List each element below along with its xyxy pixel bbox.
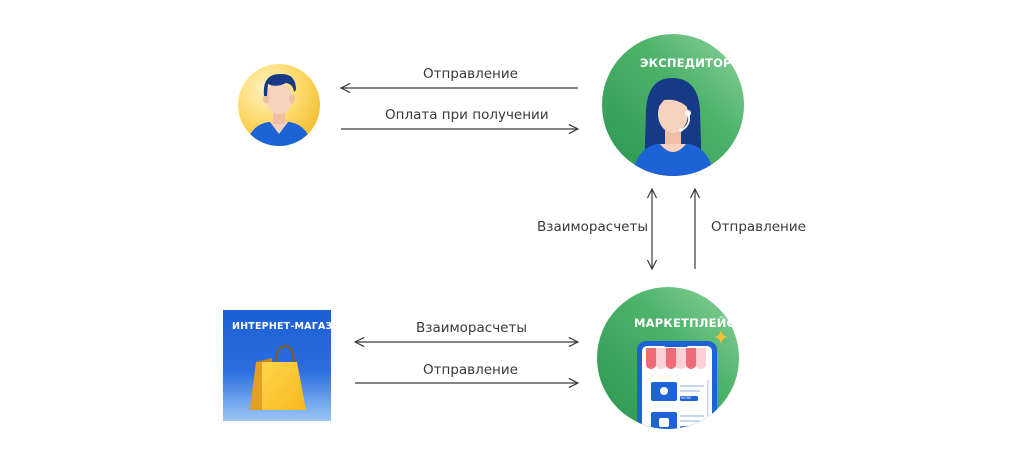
- marketplace-avatar: [597, 287, 739, 429]
- shopping-bag-icon: [250, 344, 306, 410]
- phone-button-label-1: MORE: [681, 396, 692, 400]
- marketplace-title: МАРКЕТПЛЕЙС: [634, 316, 736, 330]
- forwarder-avatar: [602, 34, 744, 176]
- phone-button-label-2: MORE: [681, 426, 692, 430]
- shop-title: ИНТЕРНЕТ-МАГАЗИН: [232, 321, 349, 332]
- sparkle-icon: [715, 330, 727, 344]
- shop-tile: [223, 310, 331, 421]
- label-settlements-vertical: Взаиморасчеты: [537, 219, 648, 235]
- forwarder-title: ЭКСПЕДИТОР: [640, 56, 732, 70]
- label-shop-to-marketplace: Отправление: [423, 362, 518, 378]
- label-forwarder-to-customer: Отправление: [423, 66, 518, 82]
- label-settlements-horizontal: Взаиморасчеты: [416, 320, 527, 336]
- label-marketplace-to-forwarder: Отправление: [711, 219, 806, 235]
- label-customer-to-forwarder: Оплата при получении: [385, 107, 549, 123]
- customer-avatar: [238, 64, 320, 146]
- phone-icon: [637, 341, 717, 429]
